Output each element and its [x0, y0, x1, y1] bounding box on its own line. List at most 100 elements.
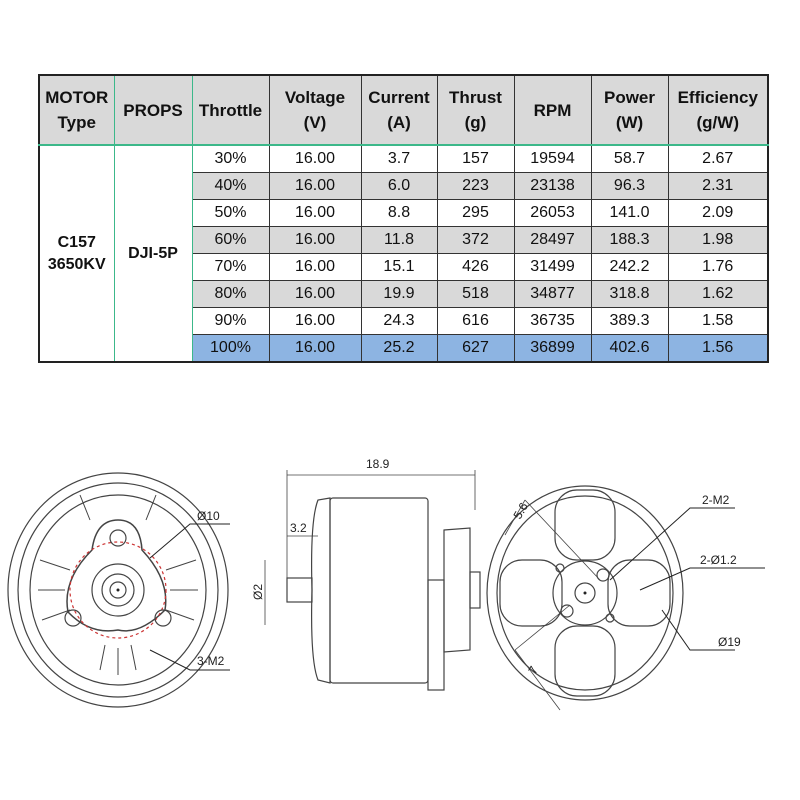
header-line-2: (g/W)	[696, 113, 739, 132]
table-cell: 16.00	[268, 334, 362, 363]
column-header: RPM	[513, 74, 592, 146]
table-cell: 295	[436, 199, 515, 227]
table-cell: 100%	[191, 334, 270, 363]
table-cell: 8.8	[360, 199, 438, 227]
header-line-2: (W)	[615, 113, 644, 132]
back-view	[486, 485, 765, 711]
table-cell: 616	[436, 307, 515, 335]
column-header: Current (A)	[360, 74, 438, 146]
table-cell: 6.0	[360, 172, 438, 200]
table-cell: 96.3	[590, 172, 669, 200]
table-cell: 28497	[513, 226, 592, 254]
table-cell: 70%	[191, 253, 270, 281]
table-cell: 402.6	[590, 334, 669, 363]
table-cell: 1.58	[667, 307, 769, 335]
table-cell: 36735	[513, 307, 592, 335]
table-cell: 3.7	[360, 144, 438, 173]
motor-spec-table: MOTOR Type PROPS Throttle Voltage (V) Current (…	[38, 74, 769, 363]
table-cell: 188.3	[590, 226, 669, 254]
table-cell: 40%	[191, 172, 270, 200]
table-cell: 1.62	[667, 280, 769, 308]
header-line-1: Voltage	[284, 88, 346, 107]
table-cell: 16.00	[268, 253, 362, 281]
header-line-1: PROPS	[123, 100, 183, 120]
header-line-2: (A)	[387, 113, 411, 132]
header-line-1: MOTOR	[45, 88, 109, 107]
table-cell: 34877	[513, 280, 592, 308]
table-cell: 1.98	[667, 226, 769, 254]
props-cell: DJI-5P	[113, 144, 193, 363]
column-header: Efficiency (g/W)	[667, 74, 769, 146]
back-diameter-label: Ø19	[718, 635, 741, 649]
table-cell: 389.3	[590, 307, 669, 335]
table-cell: 627	[436, 334, 515, 363]
length-label: 18.9	[366, 457, 390, 471]
header-line-1: Throttle	[198, 100, 263, 120]
table-cell: 31499	[513, 253, 592, 281]
column-header: PROPS	[113, 74, 193, 146]
table-cell: 518	[436, 280, 515, 308]
column-header: Power (W)	[590, 74, 669, 146]
column-header: Thrust (g)	[436, 74, 515, 146]
table-cell: 242.2	[590, 253, 669, 281]
table-cell: 50%	[191, 199, 270, 227]
table-cell: 372	[436, 226, 515, 254]
header-line-1: RPM	[533, 100, 572, 120]
header-line-2: (V)	[303, 113, 327, 132]
motor-technical-drawing: Ø10 3-M2 18.9 3.2 Ø2 5.6 7 2-M2 2-Ø1.2 Ø…	[7, 457, 765, 711]
back-holes-1-2-label: 2-Ø1.2	[700, 553, 737, 567]
table-cell: 26053	[513, 199, 592, 227]
table-cell: 16.00	[268, 307, 362, 335]
table-cell: 141.0	[590, 199, 669, 227]
shaft-diameter-label: Ø2	[251, 584, 265, 600]
column-header: Throttle	[191, 74, 270, 146]
table-cell: 58.7	[590, 144, 669, 173]
header-line-1: Efficiency	[677, 88, 758, 107]
motor-kv: 3650KV	[47, 255, 106, 273]
table-cell: 80%	[191, 280, 270, 308]
header-line-1: Current	[368, 88, 430, 107]
header-line-2: (g)	[464, 113, 487, 132]
side-view	[264, 470, 481, 691]
table-cell: 1.76	[667, 253, 769, 281]
table-cell: 1.56	[667, 334, 769, 363]
table-cell: 19.9	[360, 280, 438, 308]
table-cell: 36899	[513, 334, 592, 363]
table-cell: 16.00	[268, 199, 362, 227]
table-cell: 16.00	[268, 280, 362, 308]
table-cell: 25.2	[360, 334, 438, 363]
table-cell: 90%	[191, 307, 270, 335]
back-holes-m2-label: 2-M2	[702, 493, 730, 507]
motor-model: C157	[57, 233, 96, 251]
motor-type-cell: C157 3650KV	[38, 144, 115, 363]
front-diameter-label: Ø10	[197, 509, 220, 523]
shaft-length-label: 3.2	[290, 521, 307, 535]
header-line-1: Power	[603, 88, 656, 107]
header-line-1: Thrust	[449, 88, 502, 107]
header-line-2: Type	[57, 113, 96, 132]
column-header: Voltage (V)	[268, 74, 362, 146]
table-cell: 30%	[191, 144, 270, 173]
table-cell: 318.8	[590, 280, 669, 308]
table-cell: 2.31	[667, 172, 769, 200]
table-cell: 15.1	[360, 253, 438, 281]
table-cell: 16.00	[268, 172, 362, 200]
table-cell: 2.67	[667, 144, 769, 173]
back-dim-7: 7	[525, 663, 541, 676]
table-cell: 426	[436, 253, 515, 281]
front-view	[7, 472, 230, 708]
table-cell: 60%	[191, 226, 270, 254]
table-cell: 19594	[513, 144, 592, 173]
table-cell: 157	[436, 144, 515, 173]
column-header: MOTOR Type	[38, 74, 115, 146]
table-cell: 16.00	[268, 144, 362, 173]
table-cell: 16.00	[268, 226, 362, 254]
table-cell: 223	[436, 172, 515, 200]
